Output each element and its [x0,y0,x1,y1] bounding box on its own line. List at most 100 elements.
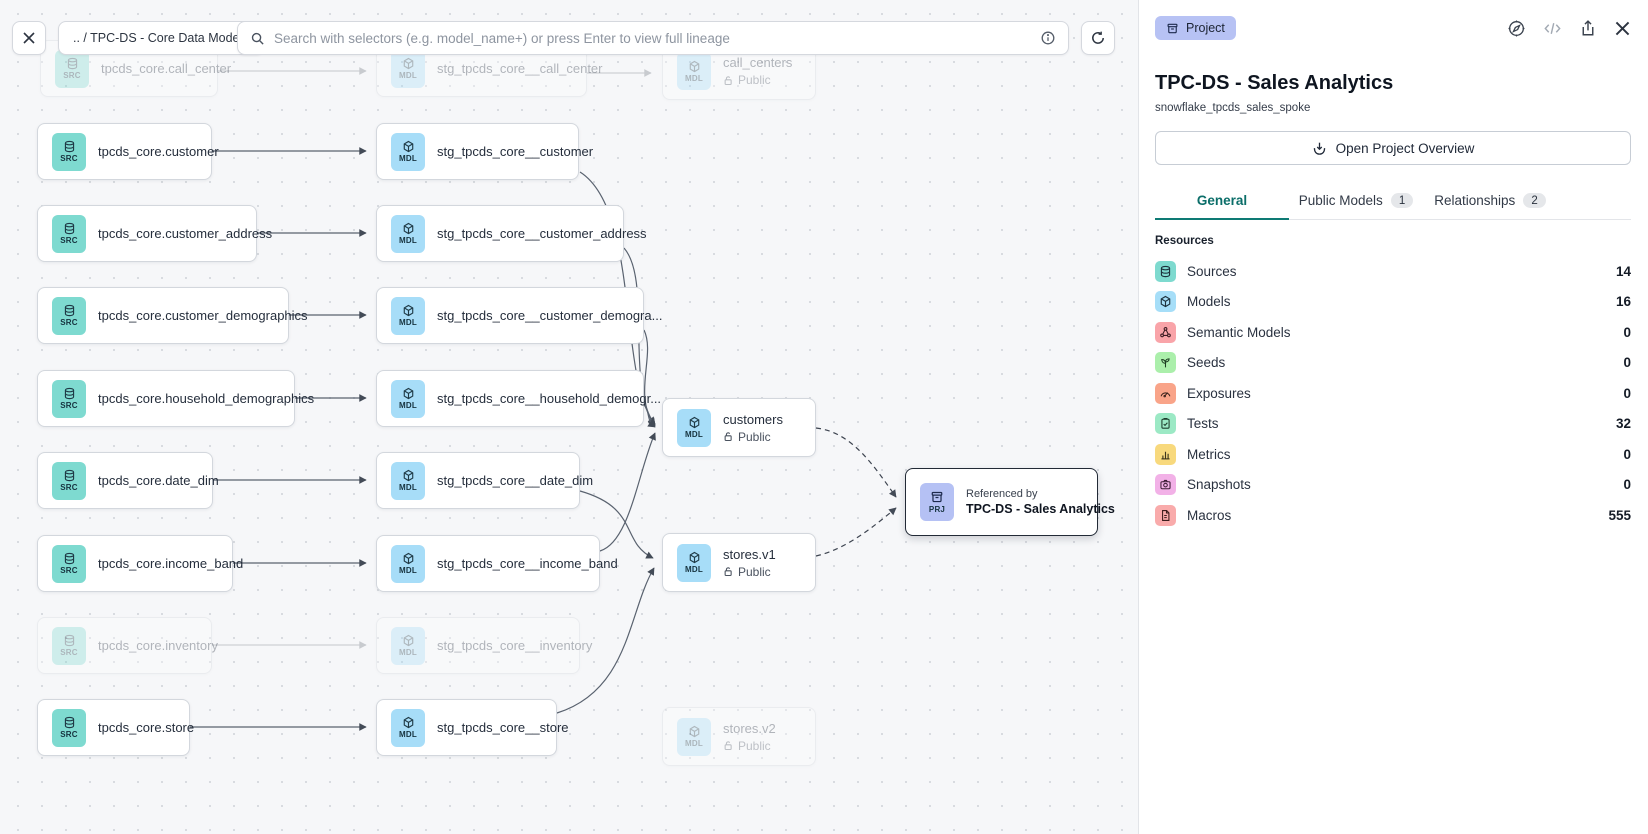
explore-button[interactable] [1507,19,1526,38]
node-public-stores-v1[interactable]: MDL stores.v1 Public [662,533,816,592]
resource-row-snapshots[interactable]: Snapshots 0 [1155,470,1631,501]
badge-label: SRC [63,71,81,80]
node-source-household-demographics[interactable]: SRC tpcds_core.household_demographics [37,370,314,427]
node-label: stores.v1 [723,546,776,562]
node-project-referenced-by[interactable]: PRJ Referenced by TPC-DS - Sales Analyti… [905,468,1115,536]
refresh-button[interactable] [1081,21,1115,55]
resource-row-metrics[interactable]: Metrics 0 [1155,439,1631,470]
node-model-stg-customer-demographics[interactable]: MDL stg_tpcds_core__customer_demogra... [376,287,662,344]
resource-row-seeds[interactable]: Seeds 0 [1155,348,1631,379]
cube-icon [689,416,699,429]
source-badge: SRC [52,626,86,665]
breadcrumb[interactable]: .. / TPC-DS - Core Data Models [58,21,264,55]
model-badge: MDL [677,717,711,756]
badge-label: MDL [685,430,703,439]
node-source-customer-demographics[interactable]: SRC tpcds_core.customer_demographics [37,287,308,344]
resource-count: 32 [1615,416,1631,432]
resource-label: Sources [1187,263,1237,279]
public-lock-icon [724,741,732,751]
model-badge: MDL [677,543,711,582]
resource-row-semantic-models[interactable]: Semantic Models 0 [1155,317,1631,348]
node-label: stg_tpcds_core__call_center [437,61,603,76]
tests-icon [1155,413,1176,435]
search-input[interactable] [274,30,1031,46]
database-icon [64,222,74,235]
public-lock-icon [724,432,732,442]
visibility-row: Public [723,739,776,753]
source-badge: SRC [52,708,86,747]
source-badge: SRC [55,49,89,88]
resource-row-tests[interactable]: Tests 32 [1155,409,1631,440]
metrics-icon [1155,443,1176,465]
node-model-stg-store[interactable]: MDL stg_tpcds_core__store [376,699,569,756]
macros-icon [1155,504,1176,526]
resource-type-badge: Project [1155,16,1236,40]
database-icon [64,552,74,565]
source-badge: SRC [52,461,86,500]
cube-icon [403,634,413,647]
resource-row-sources[interactable]: Sources 14 [1155,256,1631,287]
cube-icon [403,387,413,400]
share-button[interactable] [1579,19,1597,38]
close-lineage-button[interactable] [12,21,46,55]
panel-actions [1507,19,1631,38]
model-badge: MDL [391,132,425,171]
node-label: tpcds_core.customer [98,144,219,159]
badge-label: MDL [685,73,703,83]
public-lock-icon [724,567,732,577]
close-panel-button[interactable] [1614,20,1631,37]
database-icon [64,634,74,647]
public-lock-icon [724,75,732,85]
visibility-label: Public [738,564,771,579]
visibility-row: Public [723,73,792,87]
node-public-stores-v2[interactable]: MDL stores.v2 Public [662,707,816,766]
node-model-stg-customer-address[interactable]: MDL stg_tpcds_core__customer_address [376,205,647,262]
node-model-stg-income-band[interactable]: MDL stg_tpcds_core__income_band [376,535,618,592]
resource-count: 0 [1623,355,1631,371]
badge-label: SRC [60,236,78,245]
snapshots-icon [1155,474,1176,496]
node-source-customer[interactable]: SRC tpcds_core.customer [37,123,219,180]
node-label: tpcds_core.customer_demographics [98,308,308,323]
tab-general[interactable]: General [1155,186,1289,220]
info-icon[interactable] [1040,30,1056,46]
model-badge: MDL [391,461,425,500]
resource-row-exposures[interactable]: Exposures 0 [1155,378,1631,409]
node-model-stg-date-dim[interactable]: MDL stg_tpcds_core__date_dim [376,452,593,509]
badge-label: MDL [399,483,417,492]
node-public-customers[interactable]: MDL customers Public [662,398,816,457]
open-project-overview-button[interactable]: Open Project Overview [1155,131,1631,165]
node-source-store[interactable]: SRC tpcds_core.store [37,699,194,756]
close-icon [1615,21,1630,35]
cube-icon [403,469,413,482]
source-badge: SRC [52,132,86,171]
lineage-canvas[interactable]: SRC tpcds_core.call_center SRC tpcds_cor… [0,0,1138,834]
model-badge: MDL [391,214,425,253]
resource-count: 0 [1623,385,1631,401]
database-icon [64,140,74,153]
node-source-income-band[interactable]: SRC tpcds_core.income_band [37,535,243,592]
model-badge: MDL [391,379,425,418]
badge-label: SRC [60,648,78,657]
share-icon [1582,19,1594,35]
node-source-date-dim[interactable]: SRC tpcds_core.date_dim [37,452,219,509]
node-model-stg-household-demographics[interactable]: MDL stg_tpcds_core__household_demogr... [376,370,661,427]
node-label: stg_tpcds_core__customer_address [437,226,647,241]
code-view-button[interactable] [1543,20,1562,37]
node-source-inventory[interactable]: SRC tpcds_core.inventory [37,617,218,674]
resource-row-macros[interactable]: Macros 555 [1155,500,1631,531]
open-overview-icon [1313,142,1325,155]
resource-label: Seeds [1187,355,1226,371]
resource-row-models[interactable]: Models 16 [1155,287,1631,318]
resource-count: 0 [1623,324,1631,340]
node-model-stg-customer[interactable]: MDL stg_tpcds_core__customer [376,123,593,180]
node-source-customer-address[interactable]: SRC tpcds_core.customer_address [37,205,272,262]
node-label: stg_tpcds_core__household_demogr... [437,391,662,406]
database-icon [64,716,74,729]
page-title: TPC-DS - Sales Analytics [1155,72,1394,94]
node-model-stg-inventory[interactable]: MDL stg_tpcds_core__inventory [376,617,592,674]
resource-count: 555 [1608,507,1631,523]
